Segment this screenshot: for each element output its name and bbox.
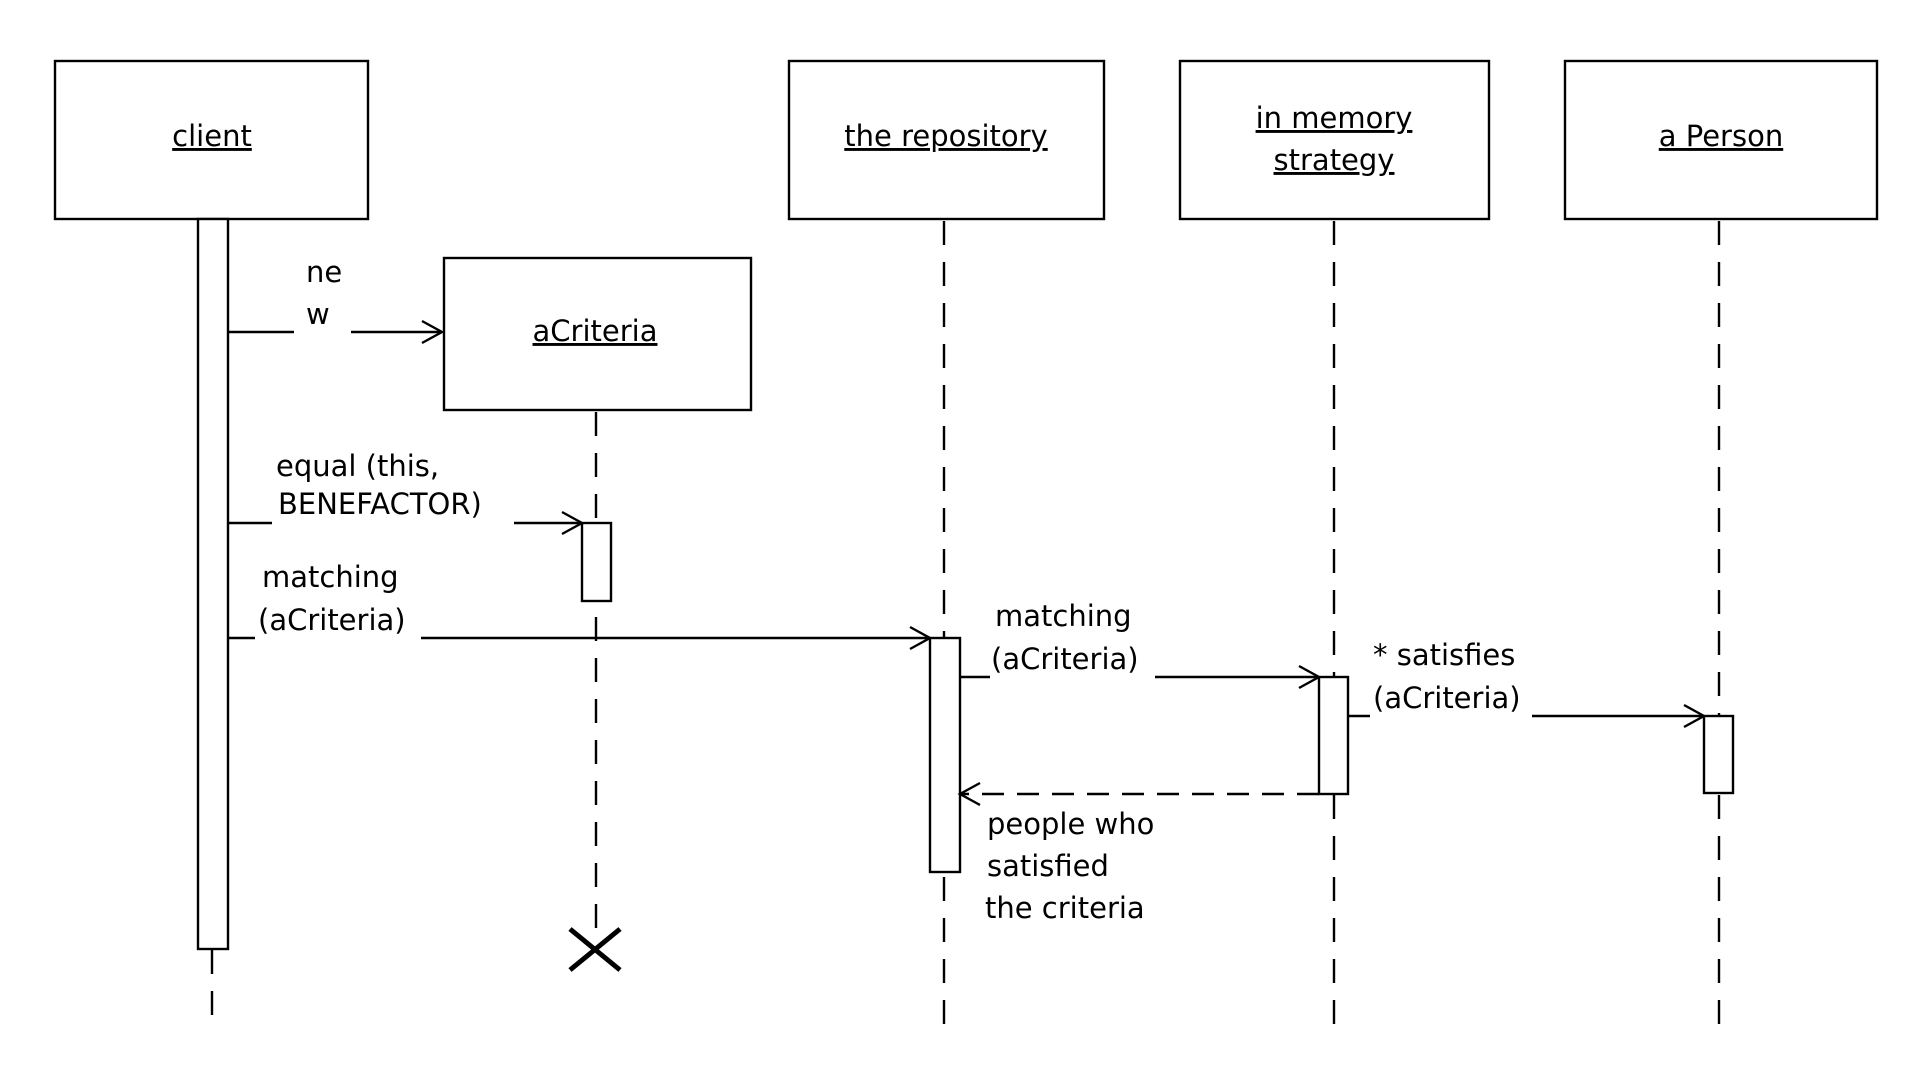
participant-title-person: a Person <box>1659 119 1783 153</box>
message-label-equal-line2: BENEFACTOR) <box>278 487 482 521</box>
destroy-x-criteria <box>568 927 622 972</box>
message-label-return-line3: the criteria <box>985 891 1145 925</box>
activation-repository <box>928 636 962 874</box>
participant-title-strategy-line2: strategy <box>1274 143 1395 177</box>
participant-title-criteria: aCriteria <box>533 314 658 348</box>
activation-client <box>196 217 230 951</box>
activation-strategy <box>1317 675 1350 796</box>
message-return-people: people who satisfied the criteria <box>957 781 1319 925</box>
participant-title-client: client <box>172 119 252 153</box>
message-label-create-line2: w <box>306 297 330 331</box>
activation-criteria <box>580 521 613 603</box>
message-label-return-line2: satisfied <box>987 849 1109 883</box>
message-satisfies: * satisfies (aCriteria) <box>1348 638 1707 729</box>
participant-person: a Person <box>1563 59 1879 221</box>
message-label-return-line1: people who <box>987 807 1154 841</box>
participant-box-repository <box>787 59 1106 221</box>
participant-repository: the repository <box>787 59 1106 221</box>
participant-box-client <box>53 59 370 221</box>
message-matching-strategy: matching (aCriteria) <box>960 599 1322 690</box>
arrowhead <box>909 625 933 651</box>
arrowhead <box>1298 664 1322 690</box>
participant-title-repository: the repository <box>844 119 1047 153</box>
participant-box-person <box>1563 59 1879 221</box>
message-label-matching1-line2: (aCriteria) <box>258 603 406 637</box>
participant-box-criteria <box>442 256 753 412</box>
message-label-equal-line1: equal (this, <box>276 449 439 483</box>
message-label-satisfies-line2: (aCriteria) <box>1373 681 1521 715</box>
arrowhead <box>561 510 585 536</box>
message-matching-repository: matching (aCriteria) <box>228 560 933 651</box>
arrowhead <box>421 319 445 345</box>
message-equal: equal (this, BENEFACTOR) <box>228 449 585 536</box>
message-create-criteria: ne w <box>228 255 445 345</box>
participant-box-strategy <box>1178 59 1491 221</box>
arrowhead <box>1683 703 1707 729</box>
participant-client: client <box>53 59 370 221</box>
participant-title-strategy-line1: in memory <box>1256 101 1413 135</box>
message-label-satisfies-line1: * satisfies <box>1373 638 1515 672</box>
participant-criteria: aCriteria <box>442 256 753 412</box>
message-label-matching2-line2: (aCriteria) <box>991 642 1139 676</box>
message-label-create-line1: ne <box>306 255 342 289</box>
message-label-matching2-line1: matching <box>995 599 1132 633</box>
participant-strategy: in memory strategy <box>1178 59 1491 221</box>
message-label-matching1-line1: matching <box>262 560 399 594</box>
arrowhead <box>957 781 981 807</box>
activation-person <box>1702 714 1735 795</box>
